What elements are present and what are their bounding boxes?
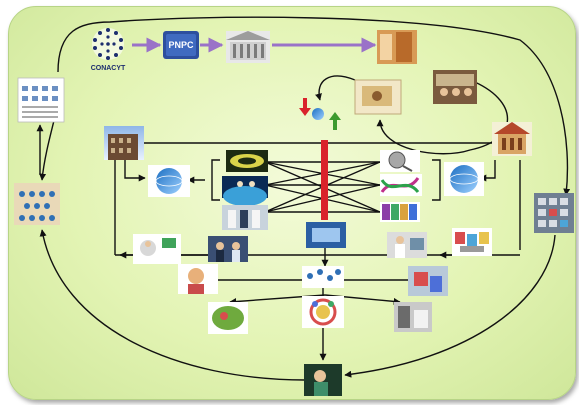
doctor-image	[387, 232, 427, 258]
books-image	[380, 202, 420, 222]
diagram-canvas	[8, 6, 576, 400]
pnpc-badge: PNPC	[163, 31, 199, 59]
magnifier-image	[380, 150, 420, 172]
people-network	[14, 183, 60, 225]
network-image	[302, 266, 344, 288]
students-photo	[377, 30, 417, 64]
seminar-photo	[433, 70, 477, 104]
small-globe-icon	[312, 108, 324, 120]
university-building	[226, 31, 270, 63]
conacyt-logo: CONACYT	[91, 28, 126, 72]
bottom-person	[304, 364, 342, 396]
lab-work-image	[394, 302, 432, 332]
globe-right	[444, 162, 484, 196]
research-building	[104, 126, 144, 160]
model-image	[408, 266, 448, 296]
red-arrow-icon	[299, 98, 311, 116]
conacyt-label: CONACYT	[91, 65, 126, 72]
document-chart	[17, 77, 65, 123]
workshop-photo	[354, 79, 402, 115]
brain-image	[178, 264, 218, 294]
keyboard-image	[534, 193, 574, 233]
green-arrow-icon	[329, 112, 341, 130]
food-image	[208, 302, 248, 334]
wheel-image	[226, 150, 268, 172]
molecule-image	[133, 234, 181, 264]
right-building-icon	[492, 122, 532, 156]
lab-students	[222, 205, 268, 230]
earth-image	[222, 176, 268, 206]
central-bar	[321, 140, 328, 220]
pnpc-label: PNPC	[168, 40, 194, 50]
globe-left	[148, 165, 190, 197]
scientist-image	[208, 236, 248, 262]
lab-image	[306, 222, 346, 248]
group-image	[302, 296, 344, 328]
dna-image	[380, 174, 422, 196]
flyers-image	[452, 228, 492, 256]
